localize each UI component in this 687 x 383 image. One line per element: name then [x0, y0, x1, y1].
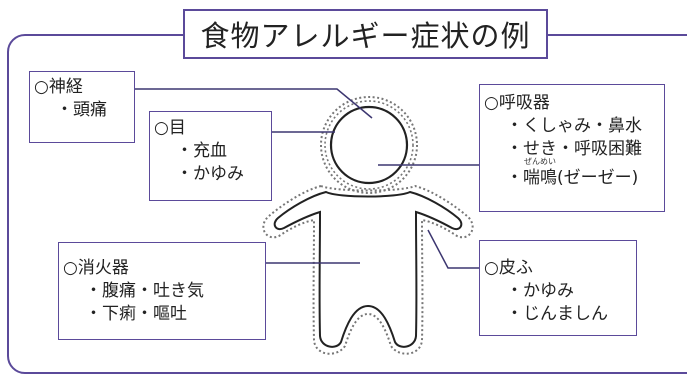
wheezing-kanji: 喘鳴 [523, 168, 557, 188]
nerve-heading: ○神経 [34, 77, 83, 97]
wheezing-bullet: ・ [506, 168, 523, 188]
connector-nerve [134, 88, 373, 119]
digestive-box: ○消火器 ・腹痛・吐き気 ・下痢・嘔吐 [58, 242, 266, 340]
respiratory-item-wheezing: ・ぜんめい喘鳴(ゼーゼー) [480, 158, 664, 190]
page-title: 食物アレルギー症状の例 [183, 9, 548, 59]
eye-item: ・充血 [176, 141, 227, 161]
eye-box: ○目 ・充血 ・かゆみ [149, 111, 272, 201]
head-dotted-outline [320, 96, 418, 194]
skin-box: ○皮ふ ・かゆみ ・じんましん [479, 240, 637, 336]
eye-item: ・かゆみ [176, 164, 244, 184]
eye-heading: ○目 [154, 118, 186, 138]
digestive-item: ・腹痛・吐き気 [85, 281, 204, 301]
respiratory-item: ・せき・呼吸困難 [506, 139, 642, 159]
connector-skin [427, 229, 480, 269]
respiratory-item: ・くしゃみ・鼻水 [506, 116, 642, 136]
page-title-text: 食物アレルギー症状の例 [200, 19, 531, 53]
respiratory-heading: ○呼吸器 [484, 93, 550, 113]
nerve-item: ・頭痛 [56, 100, 107, 120]
head-dotted-outline-inner [324, 100, 414, 190]
head-outline [329, 105, 409, 185]
digestive-item: ・下痢・嘔吐 [85, 304, 187, 324]
wheezing-suffix: (ゼーゼー) [557, 168, 639, 188]
digestive-heading: ○消火器 [63, 258, 129, 278]
wheezing-ruby: ぜんめい [524, 157, 556, 166]
body-outline [273, 190, 463, 348]
wheezing-word: ぜんめい喘鳴 [523, 158, 557, 190]
skin-item: ・かゆみ [506, 281, 574, 301]
skin-heading: ○皮ふ [484, 258, 533, 278]
skin-item: ・じんましん [506, 304, 608, 324]
respiratory-box: ○呼吸器 ・くしゃみ・鼻水 ・せき・呼吸困難 ・ぜんめい喘鳴(ゼーゼー) [479, 84, 665, 212]
nerve-box: ○神経 ・頭痛 [29, 71, 135, 143]
body-dotted-outline [262, 184, 474, 355]
